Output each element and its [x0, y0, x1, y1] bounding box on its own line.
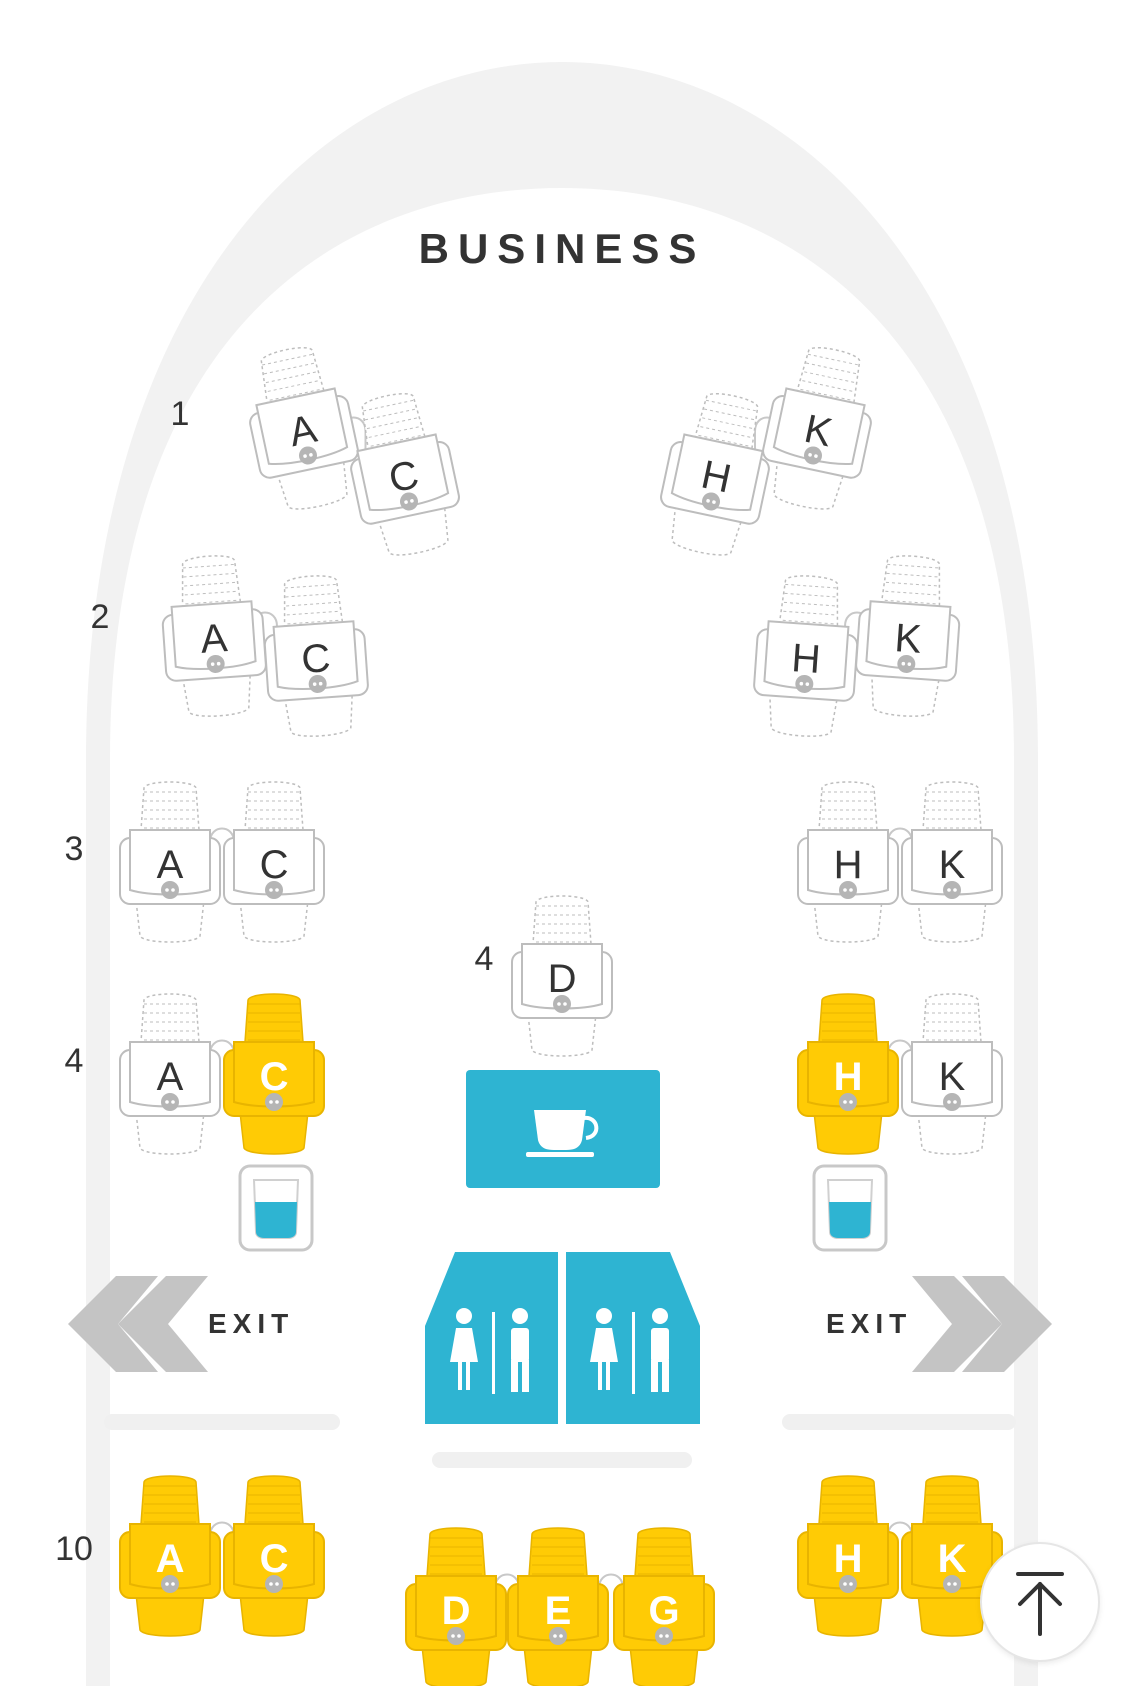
seat-10A[interactable]: A [119, 1475, 221, 1637]
seat-10C[interactable]: C [223, 1475, 325, 1637]
seat-3K[interactable]: K [901, 781, 1003, 943]
seat-letter: D [548, 957, 577, 1001]
water-cup-icon [238, 1164, 314, 1252]
seat-10G[interactable]: G [613, 1527, 715, 1686]
seat-letter: A [156, 1537, 185, 1581]
cabin-title: BUSINESS [418, 225, 706, 272]
seat-2C[interactable]: C [260, 573, 371, 740]
lavatory-right [566, 1252, 700, 1424]
lavatory-left [425, 1252, 558, 1424]
seat-letter: K [938, 1537, 967, 1581]
exit-label-right: EXIT [826, 1308, 913, 1339]
seat-letter: C [260, 1537, 289, 1581]
row-label: 1 [170, 395, 190, 433]
water-cup-icon [812, 1164, 888, 1252]
row-label: 10 [55, 1530, 93, 1568]
seat-letter: C [260, 843, 289, 887]
lavatory-icon [590, 1308, 669, 1394]
seat-4D[interactable]: D [511, 895, 613, 1057]
seat-1K[interactable]: K [753, 339, 884, 516]
seat-3H[interactable]: H [797, 781, 899, 943]
seat-1A[interactable]: A [237, 339, 368, 516]
seat-10E[interactable]: E [507, 1527, 609, 1686]
arrow-up-to-top-icon [1016, 1572, 1064, 1636]
seat-1H[interactable]: H [651, 385, 782, 562]
seat-4C[interactable]: C [223, 993, 325, 1155]
seat-letter: K [939, 843, 966, 887]
bulkhead-left [104, 1414, 340, 1430]
exit-label-left: EXIT [208, 1308, 295, 1339]
lavatory-icon [450, 1308, 529, 1394]
seat-10H[interactable]: H [797, 1475, 899, 1637]
seat-letter: A [199, 616, 229, 662]
seat-letter: A [157, 1055, 184, 1099]
bulkhead-center [432, 1452, 692, 1468]
seat-3A[interactable]: A [119, 781, 221, 943]
seat-1C[interactable]: C [338, 385, 469, 562]
seat-10K[interactable]: K [901, 1475, 1003, 1637]
row-label: 3 [64, 830, 84, 868]
seat-letter: H [834, 1537, 863, 1581]
seat-4K[interactable]: K [901, 993, 1003, 1155]
seat-letter: A [157, 843, 184, 887]
seat-letter: K [939, 1055, 966, 1099]
seat-letter: C [300, 636, 332, 682]
seat-letter: H [834, 1055, 863, 1099]
seat-letter: H [834, 843, 863, 887]
seat-10D[interactable]: D [405, 1527, 507, 1686]
seat-letter: H [790, 636, 822, 682]
galley [466, 1070, 660, 1188]
seat-2K[interactable]: K [853, 553, 964, 720]
seat-4H[interactable]: H [797, 993, 899, 1155]
seat-letter: C [260, 1055, 289, 1099]
row-label: 4 [474, 940, 494, 978]
exit-arrow-left-icon [68, 1276, 208, 1372]
row-label: 2 [90, 598, 110, 636]
bulkhead-right [782, 1414, 1016, 1430]
scroll-to-top-button[interactable] [980, 1542, 1100, 1662]
seat-letter: K [893, 616, 923, 662]
exit-arrow-right-icon [912, 1276, 1052, 1372]
seat-2H[interactable]: H [751, 573, 862, 740]
galley-coffee-icon [526, 1110, 599, 1157]
seat-letter: D [442, 1589, 471, 1633]
row-label: 4 [64, 1042, 84, 1080]
seat-2A[interactable]: A [158, 553, 269, 720]
seat-4A[interactable]: A [119, 993, 221, 1155]
seat-letter: E [545, 1589, 572, 1633]
seat-3C[interactable]: C [223, 781, 325, 943]
seat-letter: G [648, 1589, 679, 1633]
